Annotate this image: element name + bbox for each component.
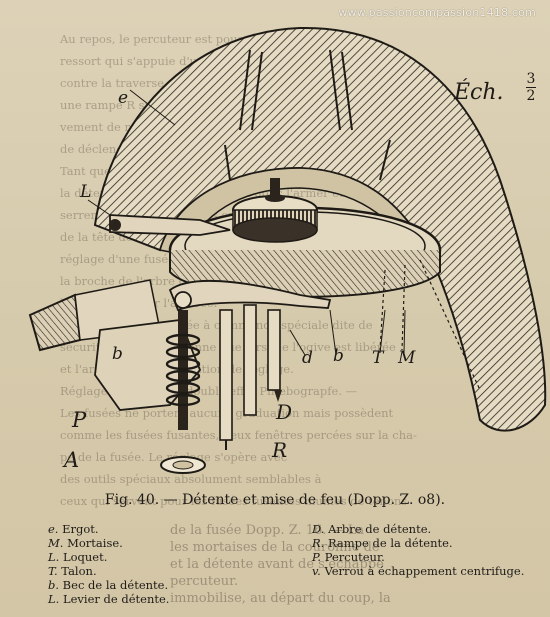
label-P: P [72,408,87,432]
label-M: M [398,348,416,368]
label-T: T [372,348,384,368]
legend-key: L. [48,550,60,564]
bleed-line: immobilise, au départ du coup, la [170,591,391,606]
thread-lines [224,49,391,181]
legend-item: T. Talon. [48,564,169,578]
legend-right: D. Arbre de détente.R. Rampe de la déten… [312,522,524,578]
trigger-lever [168,280,332,312]
bleed-line: pe de la fusée. Le réglage s'opère avec [60,450,288,464]
leader-lines [87,89,406,356]
legend-key: v. [312,564,321,578]
legend-left: e. Ergot.M. Mortaise.L. Loquet.T. Talon.… [48,522,169,606]
dashed-guides [379,259,481,391]
legend-key: e. [48,522,59,536]
legend-key: D. [312,522,325,536]
label-b-right: b [333,346,344,366]
bleed-line: comme les fusées fusantes, deux fenêtres… [60,428,417,442]
gear-spindle [270,178,280,198]
bleed-line: ceux qui servent pour les fusées fusante… [60,494,408,508]
legend-text: Bec de la détente. [59,578,169,592]
legend-item: L. Levier de détente. [48,592,169,606]
legend-item: v. Verrou à échappement centrifuge. [312,564,524,578]
percuteur-spring [160,310,206,474]
legend-key: T. [48,564,58,578]
label-d: d [302,348,313,368]
bleed-line: percuteur. [170,574,239,589]
legend-text: Percuteur. [321,550,385,564]
figure-40-illustration: Éch. 3 2 e L b P A d b T M D R [0,10,550,480]
legend-item: b. Bec de la détente. [48,578,169,592]
figure-caption: Fig. 40. — Détente et mise de feu (Dopp.… [104,492,446,508]
scale-numerator: 3 [526,71,536,87]
scale-denominator: 2 [526,88,536,104]
label-D: D [276,400,293,424]
fraction-bar [526,87,536,88]
watermark: www.passioncompassion1418.com [338,6,536,19]
legend-text: Mortaise. [63,536,123,550]
legend-text: Levier de détente. [59,592,170,606]
scale-label: Éch. [454,80,504,105]
legend-item: D. Arbre de détente. [312,522,524,536]
bleed-line: et la détente avant de s'échappe [170,557,384,572]
detent-shafts [219,304,282,450]
legend-item: M. Mortaise. [48,536,169,550]
left-arm [109,214,231,236]
legend-item: e. Ergot. [48,522,169,536]
legend-text: Rampe de la détente. [324,536,453,550]
label-A: A [64,448,80,472]
left-block [28,293,82,352]
label-R: R [272,438,288,462]
bleed-through-bottom: de la fusée Dopp. Z. 16. — La les mortais… [170,522,550,617]
detente-mechanism-drawing [28,26,547,474]
label-e: e [118,88,129,108]
legend-text: Arbre de détente. [324,522,432,536]
legend-key: L. [48,592,60,606]
legend-text: Verrou à échappement centrifuge. [320,564,525,578]
legend-key: P. [312,550,322,564]
legend-key: M. [48,536,64,550]
legend-item: L. Loquet. [48,550,169,564]
bleed-line: des outils spéciaux absolument semblable… [60,472,322,486]
legend-text: Ergot. [58,522,99,536]
bleed-line: de la fusée Dopp. Z. 16. — La [170,523,365,538]
label-L: L [80,182,92,202]
legend-item: R. Rampe de la détente. [312,536,524,550]
scale-fraction: 3 2 [526,72,536,103]
label-b-left: b [112,344,123,364]
legend-item: P. Percuteur. [312,550,524,564]
legend-text: Loquet. [59,550,108,564]
legend-key: b. [48,578,60,592]
bleed-line: les mortaises de la couronne de [170,540,380,555]
legend-key: R. [312,536,325,550]
legend-text: Talon. [57,564,97,578]
